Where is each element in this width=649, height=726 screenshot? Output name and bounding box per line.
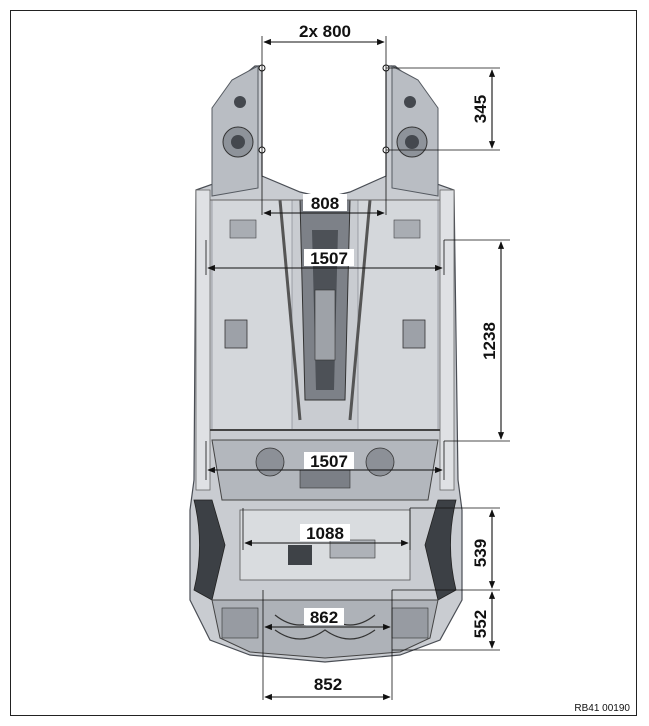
label-808: 808	[311, 194, 339, 213]
label-1507-rear: 1507	[310, 452, 348, 471]
label-1507-front: 1507	[310, 249, 348, 268]
car-underbody-illustration	[189, 64, 463, 663]
label-top-width: 2x 800	[299, 22, 351, 41]
rear-left-wheel-arch	[193, 499, 226, 601]
label-1088: 1088	[306, 524, 344, 543]
dimension-labels: 2x 800 345 808 1507 1238 1507 1088 539 8…	[294, 22, 499, 694]
reference-code: RB41 00190	[574, 703, 630, 714]
left-sill	[195, 189, 211, 491]
rear-right-wheel-arch	[424, 499, 457, 601]
label-862: 862	[310, 608, 338, 627]
boot-floor	[239, 509, 411, 581]
label-bottom-width: 852	[314, 675, 342, 694]
label-539: 539	[471, 539, 490, 567]
right-sill	[439, 189, 455, 491]
label-top-height: 345	[471, 95, 490, 123]
extension-lines	[205, 36, 510, 700]
diagram-frame	[10, 10, 637, 716]
label-552: 552	[471, 610, 490, 638]
label-1238: 1238	[480, 322, 499, 360]
dimension-lines	[207, 38, 505, 701]
